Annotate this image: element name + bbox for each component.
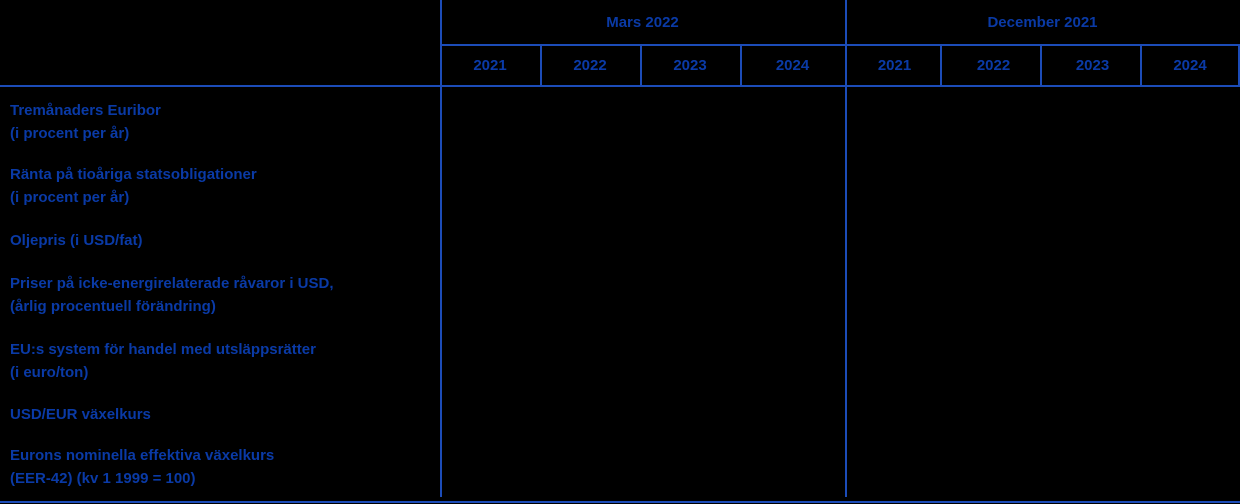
row-label-line: (i euro/ton): [10, 364, 89, 381]
row-label-utslappsratter: EU:s system för handel med utsläppsrätte…: [10, 338, 430, 384]
divider-year-column: [940, 44, 942, 86]
row-label-usd-eur: USD/EUR växelkurs: [10, 403, 430, 426]
row-label-statsobligationer: Ränta på tioåriga statsobligationer (i p…: [10, 163, 430, 209]
header-year: 2023: [673, 57, 707, 74]
row-label-line: Eurons nominella effektiva växelkurs: [10, 447, 275, 464]
row-label-euribor: Tremånaders Euribor (i procent per år): [10, 99, 430, 145]
rule-table-bottom: [0, 501, 1240, 503]
header-year: 2024: [775, 57, 810, 74]
row-label-line: (EER-42) (kv 1 1999 = 100): [10, 470, 196, 487]
row-label-line: (årlig procentuell förändring): [10, 298, 216, 315]
divider-group-columns: [845, 0, 847, 497]
row-label-line: (i procent per år): [10, 125, 130, 142]
row-label-ravaror: Priser på icke-energirelaterade råvaror …: [10, 272, 430, 318]
row-label-line: Oljepris (i USD/fat): [10, 232, 143, 249]
row-label-eer42: Eurons nominella effektiva växelkurs (EE…: [10, 444, 430, 490]
row-label-line: EU:s system för handel med utsläppsrätte…: [10, 341, 316, 358]
header-year: 2021: [877, 57, 912, 74]
divider-year-column: [640, 44, 642, 86]
divider-year-column-right-edge: [1238, 44, 1240, 86]
row-label-line: Tremånaders Euribor: [10, 102, 161, 119]
header-year: 2024: [1173, 57, 1207, 74]
row-label-line: USD/EUR växelkurs: [10, 406, 151, 423]
row-label-line: Ränta på tioåriga statsobligationer: [10, 166, 257, 183]
divider-year-column: [1040, 44, 1042, 86]
divider-year-column: [740, 44, 742, 86]
header-year: 2022: [976, 57, 1011, 74]
divider-year-column: [1140, 44, 1142, 86]
header-group-mars-2022: Mars 2022: [606, 14, 679, 31]
divider-label-column: [440, 0, 442, 497]
divider-year-column: [540, 44, 542, 86]
header-year: 2023: [1075, 57, 1110, 74]
row-label-line: (i procent per år): [10, 189, 130, 206]
header-group-december-2021: December 2021: [987, 14, 1098, 31]
rule-under-year-headers: [0, 85, 1240, 87]
header-year: 2022: [573, 57, 607, 74]
row-label-line: Priser på icke-energirelaterade råvaror …: [10, 275, 334, 292]
rule-under-group-headers: [440, 44, 1240, 46]
header-year: 2021: [473, 57, 507, 74]
row-label-oljepris: Oljepris (i USD/fat): [10, 229, 430, 252]
